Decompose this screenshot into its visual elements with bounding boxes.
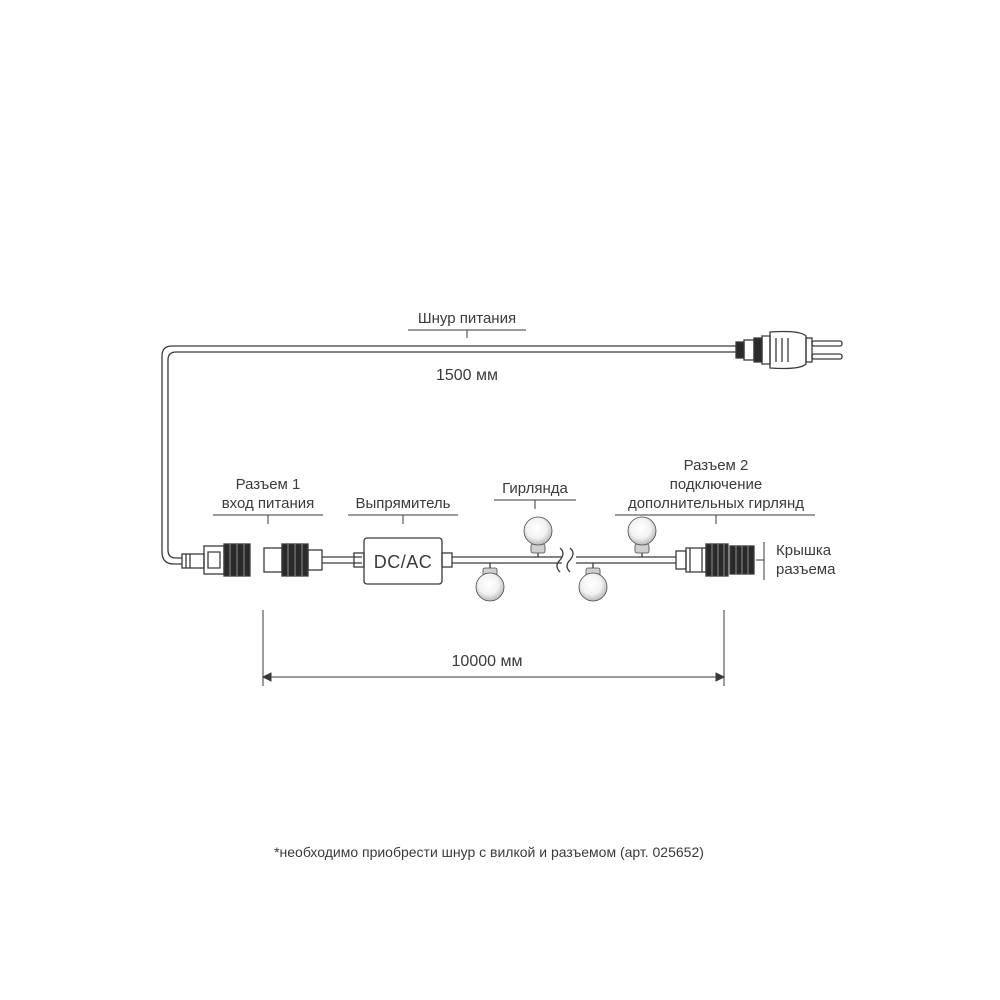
cap-label-line1: Крышка <box>776 542 832 559</box>
cap-label-line2: разъема <box>776 561 836 578</box>
connector1-female-icon <box>263 543 362 577</box>
connector2-label-line1: Разъем 2 <box>684 457 749 474</box>
plug-icon <box>735 330 843 370</box>
connector1-male-icon <box>181 543 251 577</box>
connector1-label-line2: вход питания <box>222 495 315 512</box>
connector2-label-line3: дополнительных гирлянд <box>628 495 804 512</box>
power-cord-label: Шнур питания <box>418 310 516 327</box>
bulb-icon <box>627 516 657 554</box>
connector1-label-line1: Разъем 1 <box>236 476 301 493</box>
bulb-icon <box>475 567 505 602</box>
garland-dimension-line <box>261 610 726 686</box>
rectifier-label: Выпрямитель <box>355 495 450 512</box>
garland-label: Гирлянда <box>502 480 568 497</box>
bulb-icon <box>578 567 608 602</box>
garland-wire <box>452 547 676 573</box>
rectifier-box-label: DC/AC <box>374 552 433 572</box>
garland-length-label: 10000 мм <box>452 653 523 670</box>
footnote: *необходимо приобрести шнур с вилкой и р… <box>274 844 704 860</box>
power-cord <box>161 345 736 565</box>
connector2-icon <box>675 543 729 577</box>
bulb-icon <box>523 516 553 554</box>
cord-length-label: 1500 мм <box>436 367 498 384</box>
cap-icon <box>729 545 755 575</box>
connector2-label-line2: подключение <box>670 476 762 493</box>
rectifier-box <box>353 537 453 585</box>
